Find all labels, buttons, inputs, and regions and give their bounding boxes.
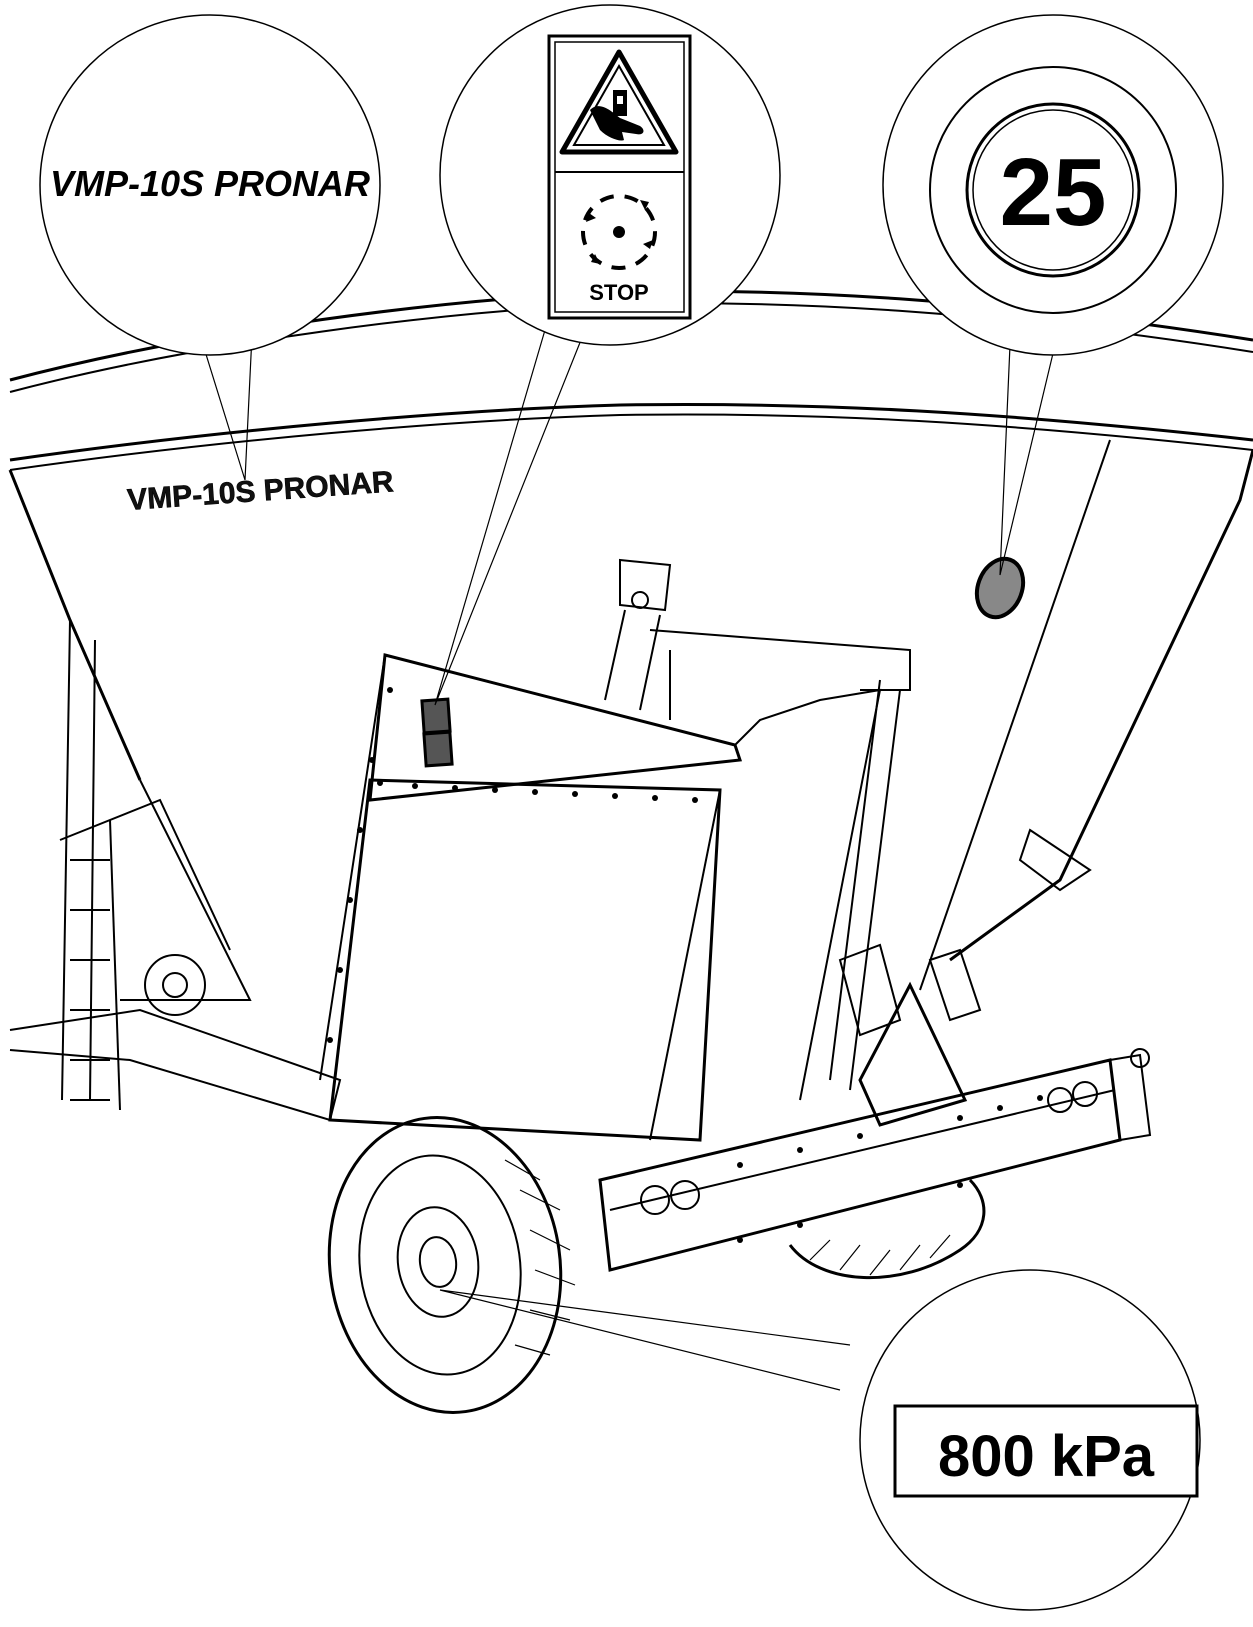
guard-decal-top [420,697,452,735]
drawbar-assembly [604,558,911,1091]
callout-model-label: VMP-10S PRONAR [39,14,381,356]
hopper-model-lettering: VMP-10S PRONAR [126,465,395,517]
speed-sign-plate [974,556,1026,620]
front-guard [319,653,882,1142]
chassis [598,828,1152,1272]
guard-decal-bottom [422,730,454,768]
hand-crush-warning-icon [559,49,679,155]
tyre-pressure-text: 800 kPa [938,1424,1155,1489]
left-frame [9,619,342,1122]
callout-warning-decal: STOP [439,4,781,346]
callout-model-text: VMP-10S PRONAR [50,163,370,204]
rotating-parts-icon [581,194,657,270]
decal-stop-label: STOP [589,280,649,305]
front-wheel [327,1116,576,1414]
callout-tyre-pressure: 800 kPa [859,1269,1201,1611]
pressure-label-box [893,1404,1199,1498]
callout-speed-sign: 25 [882,14,1224,356]
leader-lines [199,329,1056,1391]
speed-limit-value: 25 [1000,139,1107,246]
rear-wheel [788,1178,986,1280]
